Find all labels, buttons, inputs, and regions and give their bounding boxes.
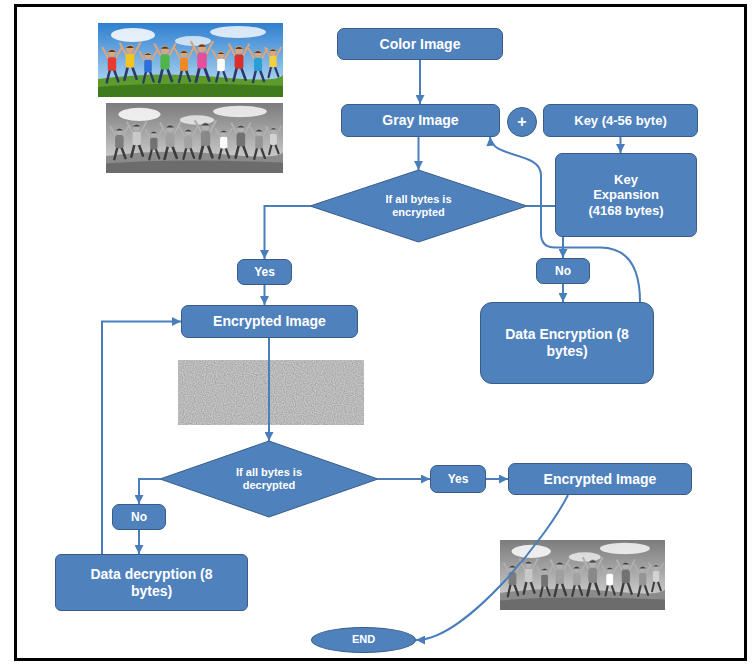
process-box: Gray Image <box>341 104 500 137</box>
node-text: Data Encryption (8 bytes) <box>502 326 632 360</box>
diamond-outline <box>310 170 527 242</box>
process-box: Yes <box>430 465 486 493</box>
node-text: If all bytes is encrypted <box>371 193 466 219</box>
gray-photo <box>106 103 283 173</box>
plus-circle: + <box>507 107 537 137</box>
process-box: Encrypted Image <box>508 463 692 495</box>
node-text: Gray Image <box>382 112 458 129</box>
flow-arrow <box>419 60 421 104</box>
node-text: Color Image <box>380 36 461 53</box>
flow-arrow <box>416 495 568 640</box>
node-text: Yes <box>448 472 469 486</box>
end-terminal: END <box>311 627 416 653</box>
node-text: No <box>555 264 571 278</box>
node-text: Yes <box>254 265 275 279</box>
node-text: Key (4-56 byte) <box>574 113 666 129</box>
process-box: Color Image <box>337 28 503 60</box>
node-text: Encrypted Image <box>213 313 326 330</box>
node-text: Encrypted Image <box>544 471 657 488</box>
process-box: Data decryption (8 bytes) <box>55 554 248 611</box>
flow-arrow <box>418 137 420 170</box>
flow-arrow <box>102 322 181 555</box>
flow-arrow <box>264 285 266 305</box>
node-text: If all bytes is decrypted <box>222 466 317 492</box>
process-box: Data Encryption (8 bytes) <box>480 302 654 384</box>
node-text: Data decryption (8 bytes) <box>87 566 217 600</box>
process-box: No <box>536 258 590 284</box>
process-box: Encrypted Image <box>181 305 358 338</box>
node-text: END <box>352 633 375 646</box>
node-text: + <box>517 112 526 131</box>
flow-arrow <box>268 338 270 441</box>
process-box: Key (4-56 byte) <box>543 104 698 137</box>
flow-arrow <box>562 284 564 302</box>
decision-diamond: If all bytes is decrypted <box>160 441 378 517</box>
process-box: Key Expansion (4168 bytes) <box>555 153 697 237</box>
flow-arrow <box>620 137 622 153</box>
color-photo <box>98 23 283 97</box>
flow-arrow <box>486 478 508 480</box>
node-text: Key Expansion (4168 bytes) <box>580 172 672 219</box>
flow-arrow <box>139 479 160 504</box>
decrypted-photo <box>500 540 665 610</box>
flow-arrow <box>138 530 140 554</box>
process-box: No <box>112 504 166 530</box>
encrypted-noise <box>178 360 364 425</box>
decision-diamond: If all bytes is encrypted <box>310 170 527 242</box>
flow-arrow <box>265 206 311 259</box>
frame-border <box>16 6 746 660</box>
diamond-outline <box>160 441 378 517</box>
process-box: Yes <box>237 259 292 285</box>
flow-arrow <box>378 478 430 480</box>
node-text: No <box>131 510 147 524</box>
